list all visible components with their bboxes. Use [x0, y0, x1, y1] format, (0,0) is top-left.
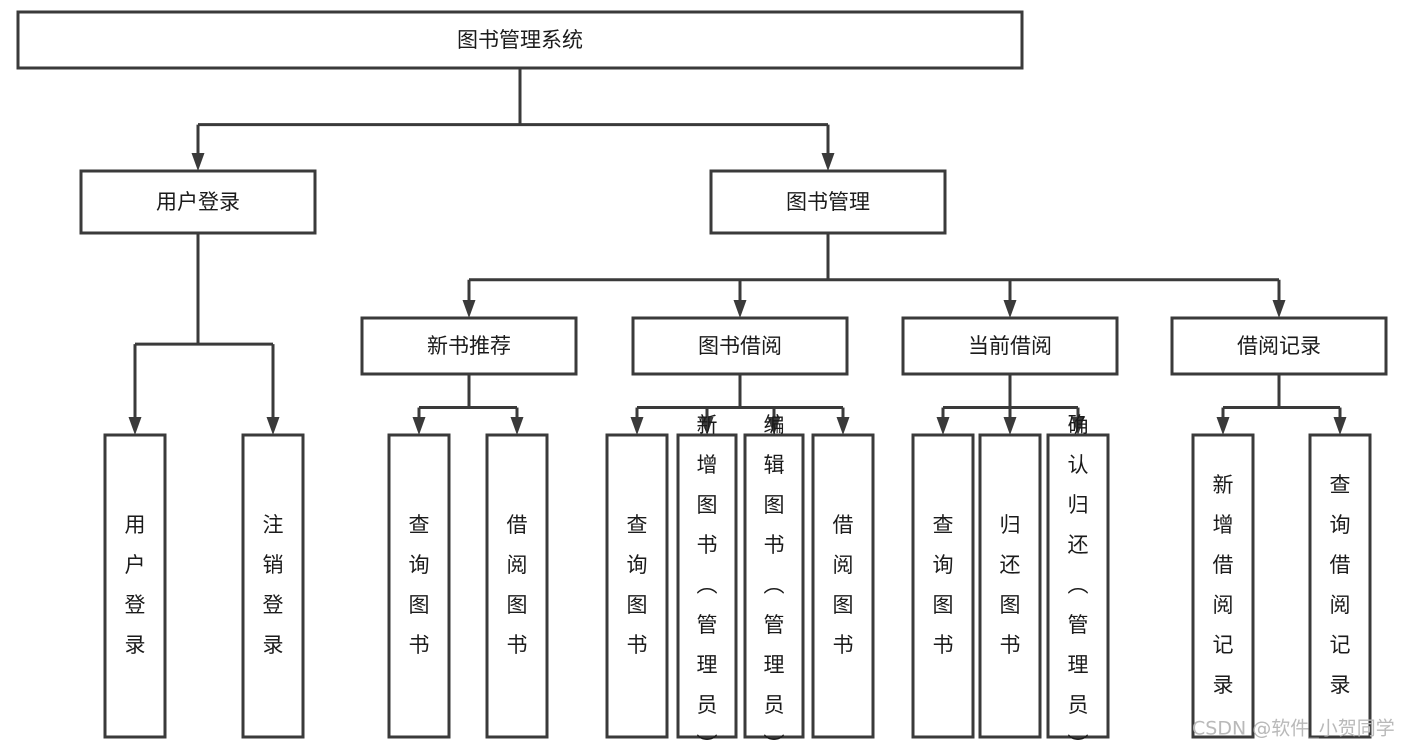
node-leaf-add-record[interactable]: 新增借阅记录: [1191, 433, 1255, 739]
node-box: [387, 433, 451, 739]
node-leaf-borrow-book-bor[interactable]: 借阅图书: [811, 433, 875, 739]
node-label: 图书管理: [786, 190, 870, 214]
node-box: [79, 169, 317, 235]
node-box: [1170, 316, 1388, 376]
node-box: [1191, 433, 1255, 739]
node-box: [811, 433, 875, 739]
node-leaf-confirm-return[interactable]: 确认归还︵管理员︶: [1046, 413, 1110, 747]
node-box: [709, 169, 947, 235]
node-label: 图书借阅: [698, 334, 782, 358]
node-box: [631, 316, 849, 376]
node-label: 新增图书︵管理员︶: [697, 413, 718, 747]
node-leaf-user-login[interactable]: 用户登录: [103, 433, 167, 739]
node-box: [911, 433, 975, 739]
node-label: 借阅图书: [507, 513, 528, 657]
node-leaf-edit-book[interactable]: 编辑图书︵管理员︶: [743, 413, 805, 747]
node-leaf-query-book-cur[interactable]: 查询图书: [911, 433, 975, 739]
node-current-borrow[interactable]: 当前借阅: [901, 316, 1119, 376]
node-label: 用户登录: [125, 513, 146, 657]
node-label: 查询图书: [409, 513, 430, 657]
node-new-book-rec[interactable]: 新书推荐: [360, 316, 578, 376]
node-box: [103, 433, 167, 739]
node-label: 编辑图书︵管理员︶: [764, 413, 785, 747]
node-box: [485, 433, 549, 739]
node-user-login[interactable]: 用户登录: [79, 169, 317, 235]
node-leaf-return-book[interactable]: 归还图书: [978, 433, 1042, 739]
node-book-borrow[interactable]: 图书借阅: [631, 316, 849, 376]
node-label: 当前借阅: [968, 334, 1052, 358]
node-box: [1046, 433, 1110, 739]
node-box: [16, 10, 1024, 70]
node-box: [743, 433, 805, 739]
node-book-manage[interactable]: 图书管理: [709, 169, 947, 235]
node-label: 查询图书: [627, 513, 648, 657]
node-label: 借阅记录: [1237, 334, 1321, 358]
node-label: 用户登录: [156, 190, 240, 214]
edge-layer: [128, 68, 1347, 435]
node-leaf-query-record[interactable]: 查询借阅记录: [1308, 433, 1372, 739]
node-label: 注销登录: [263, 513, 284, 657]
node-box: [676, 433, 738, 739]
node-box: [605, 433, 669, 739]
node-layer: 图书管理系统用户登录图书管理新书推荐图书借阅当前借阅借阅记录用户登录注销登录查询…: [16, 10, 1388, 747]
node-label: 借阅图书: [833, 513, 854, 657]
csdn-watermark: CSDN @软件_小贺同学: [1192, 718, 1395, 740]
node-leaf-borrow-book-rec[interactable]: 借阅图书: [485, 433, 549, 739]
node-box: [360, 316, 578, 376]
node-label: 新增借阅记录: [1213, 473, 1234, 697]
node-leaf-query-book-bor[interactable]: 查询图书: [605, 433, 669, 739]
node-root[interactable]: 图书管理系统: [16, 10, 1024, 70]
node-leaf-add-book[interactable]: 新增图书︵管理员︶: [676, 413, 738, 747]
node-box: [1308, 433, 1372, 739]
node-box: [901, 316, 1119, 376]
node-leaf-query-book-rec[interactable]: 查询图书: [387, 433, 451, 739]
node-label: 新书推荐: [427, 334, 511, 358]
node-label: 图书管理系统: [457, 28, 583, 52]
node-borrow-record[interactable]: 借阅记录: [1170, 316, 1388, 376]
node-box: [241, 433, 305, 739]
node-label: 查询图书: [933, 513, 954, 657]
node-label: 归还图书: [1000, 513, 1021, 657]
node-label: 确认归还︵管理员︶: [1068, 413, 1089, 747]
node-label: 查询借阅记录: [1330, 473, 1351, 697]
node-box: [978, 433, 1042, 739]
node-leaf-logout[interactable]: 注销登录: [241, 433, 305, 739]
